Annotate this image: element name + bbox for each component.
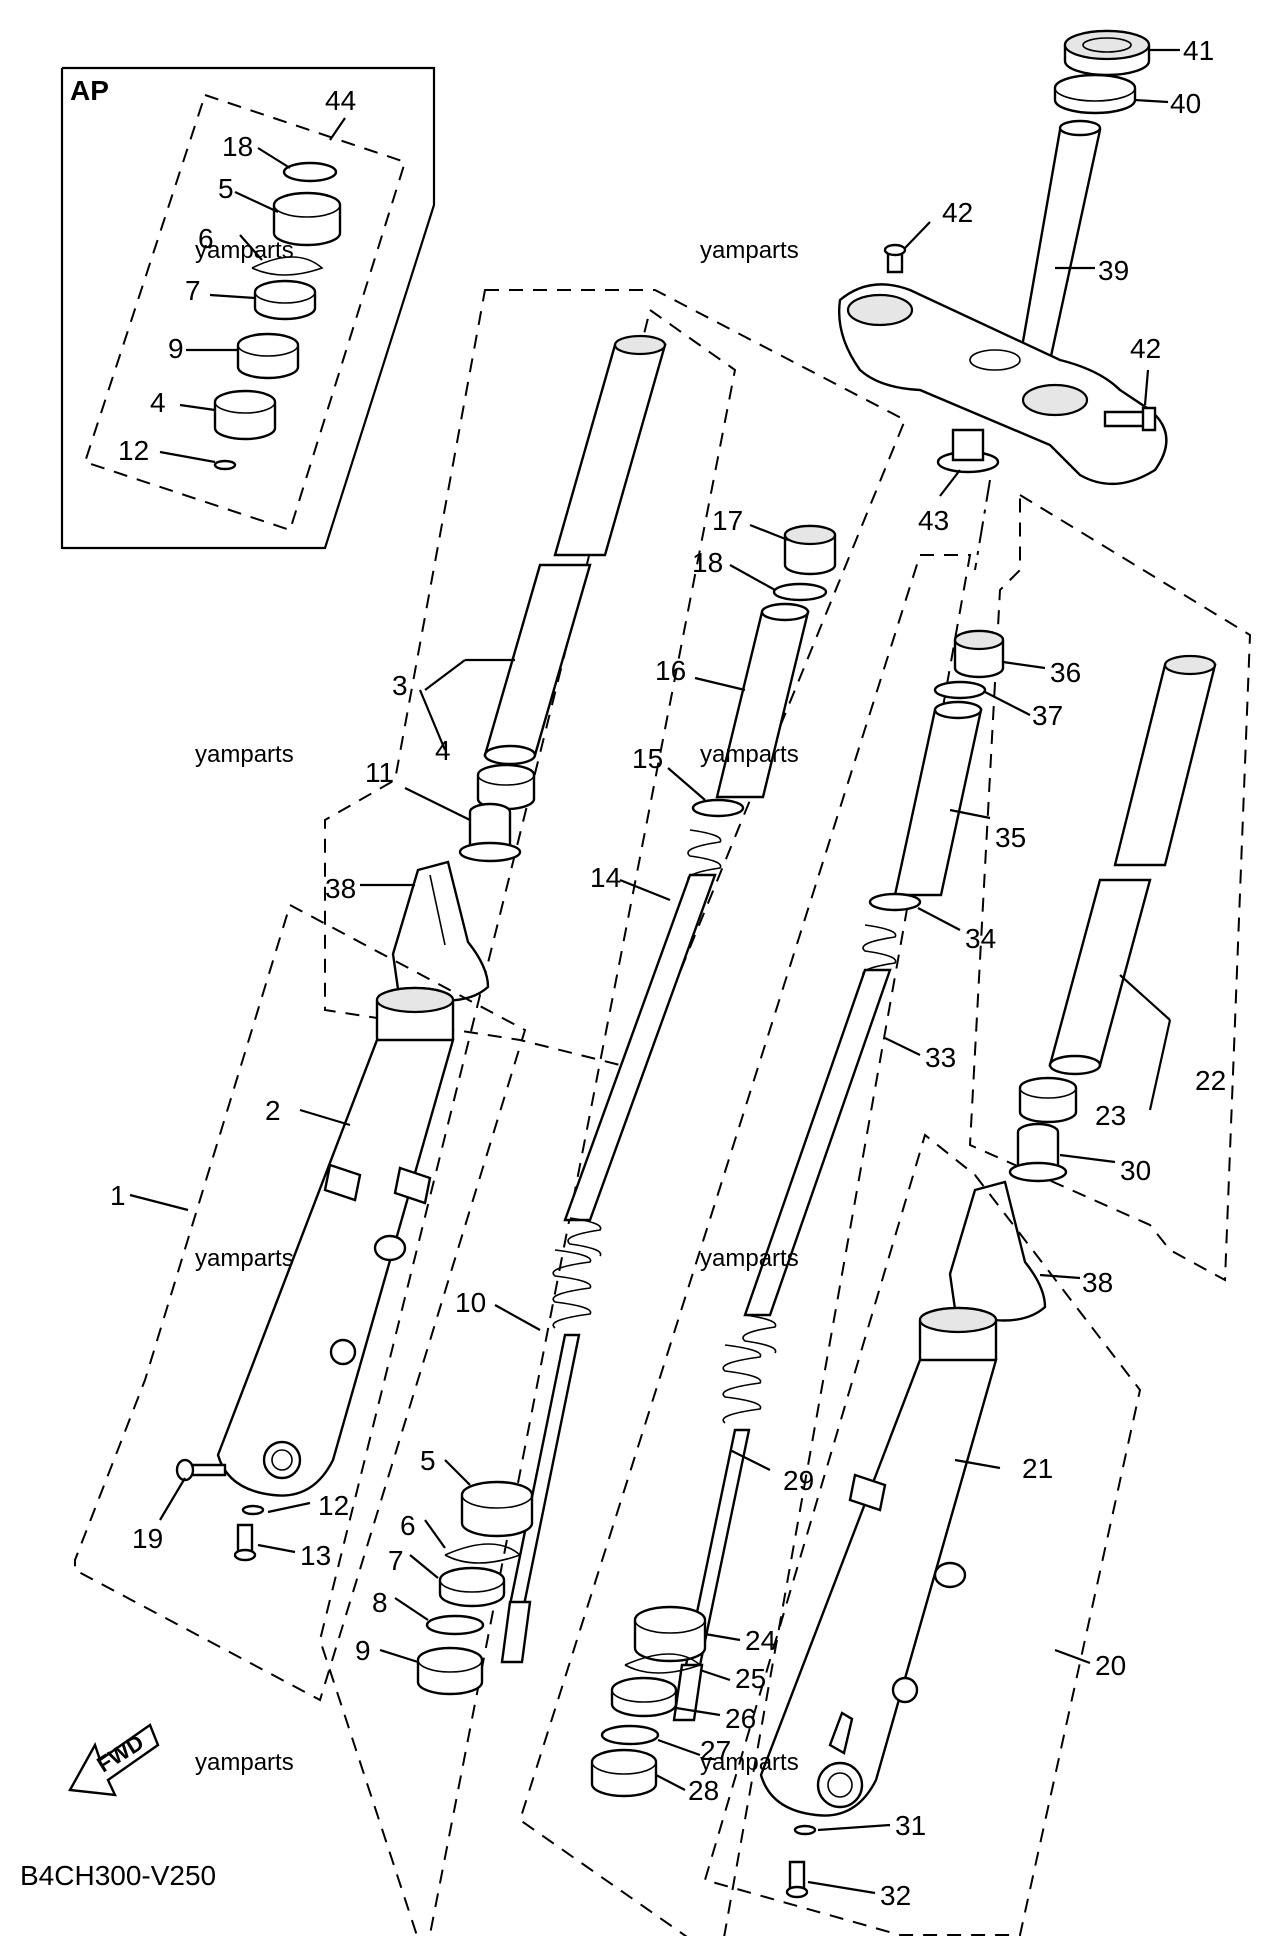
inner-tube-part <box>1008 654 1217 1183</box>
callout-36: 36 <box>1050 657 1081 688</box>
watermark: yamparts <box>700 741 799 768</box>
fork-guard-part <box>948 1180 1081 1322</box>
callout-21: 21 <box>1022 1453 1053 1484</box>
callout-18: 18 <box>692 547 723 578</box>
diagram-code: B4CH300-V250 <box>20 1860 216 1891</box>
callout-22: 22 <box>1195 1065 1226 1096</box>
right-fork-group <box>518 493 1252 1936</box>
callout-14: 14 <box>590 862 621 893</box>
callout-4: 4 <box>435 735 451 766</box>
callout-19: 19 <box>132 1523 163 1554</box>
callout-40: 40 <box>1170 88 1201 119</box>
callout-11: 11 <box>365 757 394 788</box>
callout-26: 26 <box>725 1703 756 1734</box>
callout-25: 25 <box>735 1663 766 1694</box>
callout-35: 35 <box>995 822 1026 853</box>
outer-tube-part <box>703 1133 1142 1936</box>
callout-28: 28 <box>688 1775 719 1806</box>
callout-34: 34 <box>965 923 996 954</box>
callout-17: 17 <box>712 505 743 536</box>
gasket-part <box>213 459 237 471</box>
under-bracket <box>838 283 1168 485</box>
callout-33: 33 <box>925 1042 956 1073</box>
clip-part <box>251 256 324 276</box>
callout-24: 24 <box>745 1625 776 1656</box>
fork-guard-part <box>360 860 490 1002</box>
callout-39: 39 <box>1098 255 1129 286</box>
callout-13: 13 <box>300 1540 331 1571</box>
callout-43: 43 <box>918 505 949 536</box>
callout-38: 38 <box>325 873 356 904</box>
callout-29: 29 <box>783 1465 814 1496</box>
callout-6: 6 <box>198 223 214 254</box>
callout-3: 3 <box>392 670 408 701</box>
callout-42: 42 <box>942 197 973 228</box>
callout-1: 1 <box>110 1180 126 1211</box>
callout-15: 15 <box>632 743 663 774</box>
bolt-part <box>785 1823 891 1899</box>
left-fork-inner-tube-group <box>318 289 907 1936</box>
callout-31: 31 <box>895 1810 926 1841</box>
fork-spring-part <box>742 924 921 1354</box>
cap-bolt-part <box>729 523 837 602</box>
race-part <box>1053 73 1137 115</box>
callout-5: 5 <box>218 173 234 204</box>
forward-arrow-icon: FWD <box>68 1723 160 1797</box>
callout-8: 8 <box>372 1587 388 1618</box>
callout-16: 16 <box>655 655 686 686</box>
callout-41: 41 <box>1183 35 1214 66</box>
damper-rod-part <box>494 1249 592 1664</box>
inner-tube-part <box>418 334 667 766</box>
callout-30: 30 <box>1120 1155 1151 1186</box>
watermarks: yamparts yamparts yamparts yamparts yamp… <box>195 237 799 1776</box>
callout-37: 37 <box>1032 700 1063 731</box>
callout-12: 12 <box>118 435 149 466</box>
callout-2: 2 <box>265 1095 281 1126</box>
cap-bolt-part <box>933 629 1046 716</box>
callout-23: 23 <box>1095 1100 1126 1131</box>
spacer-part <box>868 700 991 931</box>
spacer-part <box>667 602 810 818</box>
damper-rod-part <box>672 1344 771 1722</box>
callout-20: 20 <box>1095 1650 1126 1681</box>
callout-4: 4 <box>150 387 166 418</box>
callout-10: 10 <box>455 1287 486 1318</box>
watermark: yamparts <box>195 741 294 768</box>
o-ring-part <box>282 161 338 183</box>
inset-label: AP <box>70 75 109 106</box>
oil-seal-part <box>590 1605 741 1798</box>
bushing-part <box>213 389 277 441</box>
watermark: yamparts <box>195 1245 294 1272</box>
callout-7: 7 <box>185 275 201 306</box>
fork-spring-part <box>563 829 722 1257</box>
callout-44: 44 <box>325 85 356 116</box>
callout-9: 9 <box>168 333 184 364</box>
callout-9: 9 <box>355 1635 371 1666</box>
oil-seal-part <box>379 1459 534 1696</box>
watermark: yamparts <box>195 237 294 264</box>
outer-tube-part <box>74 903 527 1702</box>
callout-6: 6 <box>400 1510 416 1541</box>
callout-27: 27 <box>700 1735 731 1766</box>
stem-shaft <box>1016 128 1102 372</box>
watermark: yamparts <box>700 1245 799 1272</box>
ap-inset: AP <box>60 66 436 550</box>
callout-12: 12 <box>318 1490 349 1521</box>
callout-38: 38 <box>1082 1267 1113 1298</box>
bolt-part <box>883 243 1157 432</box>
bushing-part <box>404 763 536 863</box>
callout-32: 32 <box>880 1880 911 1911</box>
steering-stem-assembly <box>838 29 1180 571</box>
callout-18: 18 <box>222 131 253 162</box>
callout-7: 7 <box>388 1545 404 1576</box>
callout-42: 42 <box>1130 333 1161 364</box>
watermark: yamparts <box>700 237 799 264</box>
watermark: yamparts <box>700 1749 799 1776</box>
bolt-part <box>159 1458 311 1562</box>
callout-5: 5 <box>420 1445 436 1476</box>
watermark: yamparts <box>195 1749 294 1776</box>
